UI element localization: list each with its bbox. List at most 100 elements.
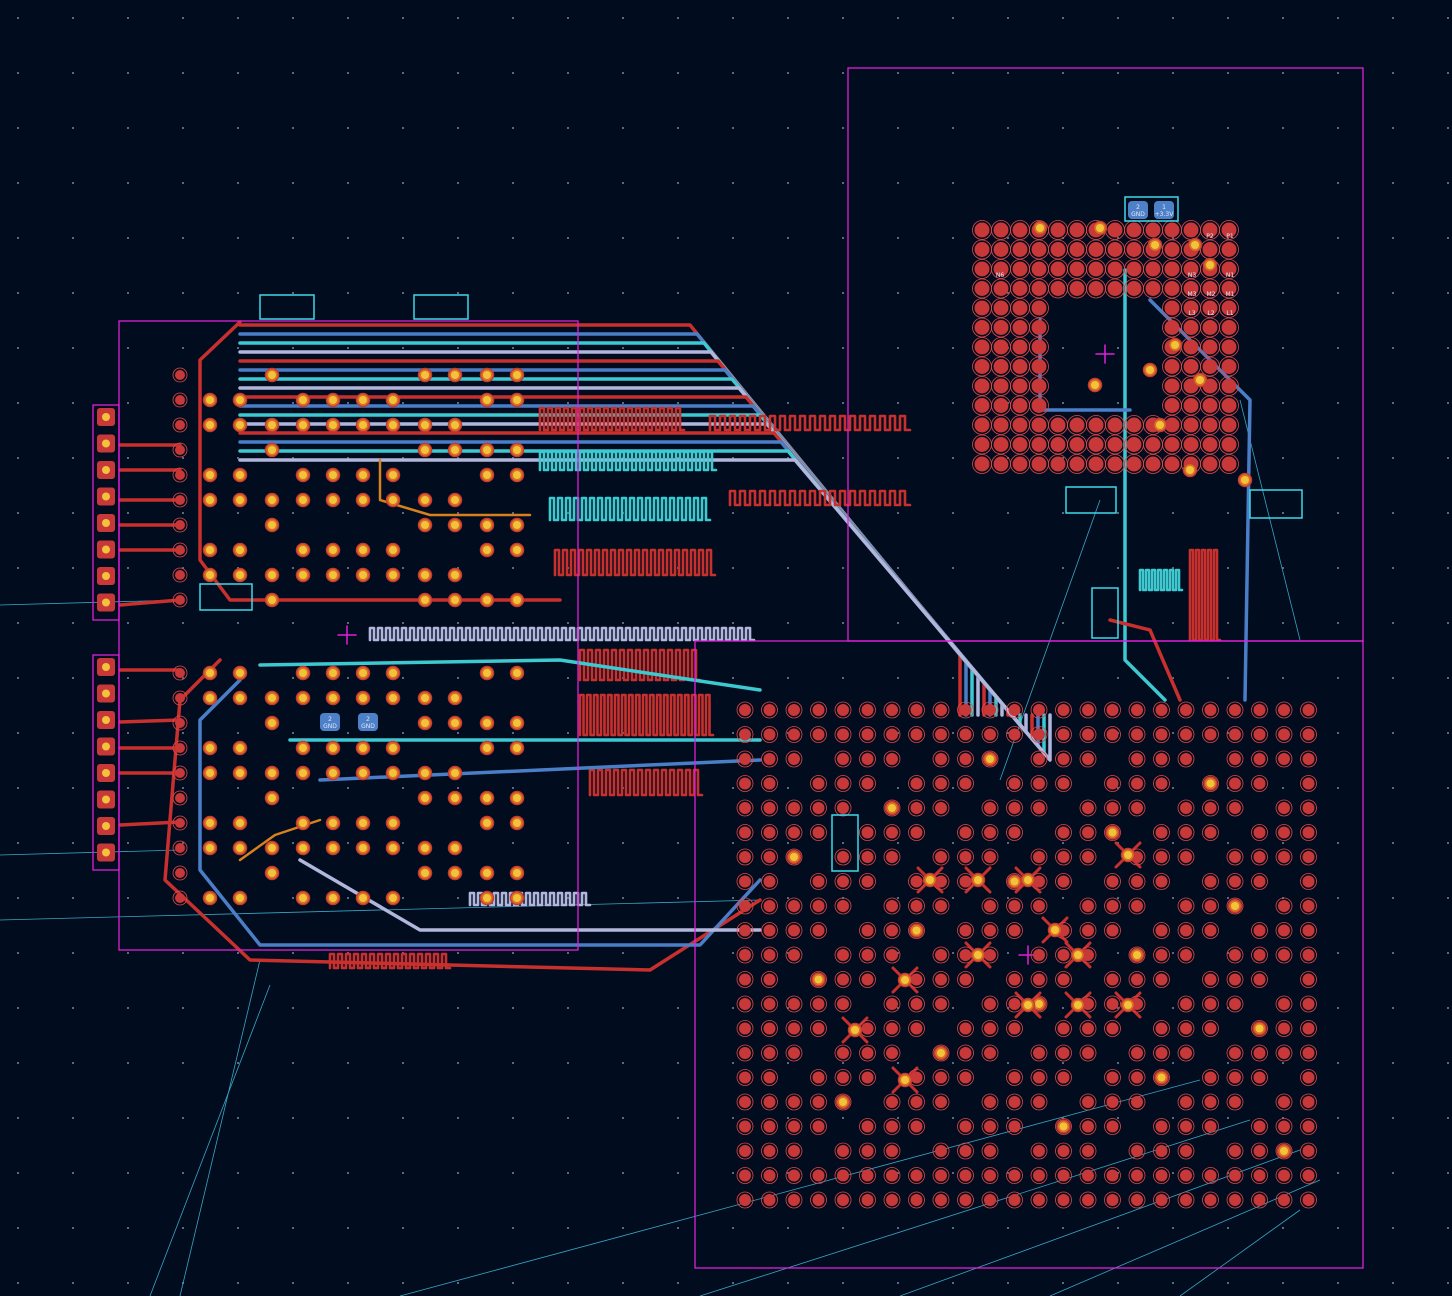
pad[interactable]	[1221, 320, 1237, 335]
pad[interactable]	[763, 900, 776, 912]
pad[interactable]	[984, 1096, 996, 1108]
pad[interactable]	[1057, 728, 1070, 741]
pad[interactable]	[1008, 900, 1021, 912]
pad[interactable]	[739, 753, 751, 765]
pad[interactable]	[1012, 417, 1028, 433]
pad[interactable]	[739, 1145, 751, 1157]
pad[interactable]	[993, 261, 1009, 277]
meander-trace[interactable]	[1188, 548, 1222, 642]
pad[interactable]	[1012, 320, 1028, 335]
pad[interactable]	[935, 1145, 947, 1157]
smd-cap-footprint[interactable]: 2 GND 2 GND	[320, 713, 378, 731]
pad[interactable]	[1106, 728, 1119, 741]
pad[interactable]	[959, 704, 972, 716]
pad[interactable]	[1302, 1145, 1315, 1157]
pad[interactable]	[1106, 924, 1119, 937]
pad[interactable]	[974, 437, 990, 452]
meander-trace[interactable]	[538, 406, 686, 432]
pad[interactable]	[1131, 973, 1143, 986]
pad[interactable]	[1183, 437, 1199, 452]
pad[interactable]	[984, 704, 996, 716]
pad[interactable]	[1202, 242, 1218, 257]
pad[interactable]	[1180, 1022, 1192, 1035]
pad[interactable]	[1278, 753, 1290, 765]
pad[interactable]	[739, 1022, 751, 1035]
pad[interactable]	[1050, 261, 1066, 277]
pad[interactable]	[886, 1169, 898, 1182]
pad[interactable]	[1145, 456, 1161, 472]
pad[interactable]	[1164, 320, 1180, 335]
pad[interactable]	[910, 1096, 923, 1108]
pad[interactable]	[175, 693, 185, 703]
pad[interactable]	[1057, 777, 1070, 790]
pad[interactable]	[812, 924, 825, 937]
pad[interactable]	[1031, 437, 1047, 452]
pad[interactable]	[935, 802, 947, 814]
pad[interactable]	[1253, 1169, 1266, 1182]
pad[interactable]	[1069, 417, 1085, 433]
pad[interactable]	[984, 826, 996, 839]
pad[interactable]	[1057, 1145, 1070, 1157]
pad[interactable]	[1031, 417, 1047, 433]
pad[interactable]	[1033, 875, 1045, 888]
pad[interactable]	[910, 1194, 923, 1206]
pad[interactable]	[861, 704, 874, 716]
pad[interactable]	[886, 1096, 898, 1108]
pad[interactable]	[1278, 1120, 1290, 1133]
pad[interactable]	[959, 851, 972, 863]
pad[interactable]	[739, 728, 751, 741]
pad[interactable]	[763, 998, 776, 1010]
pad[interactable]	[812, 1022, 825, 1035]
pad[interactable]	[959, 875, 972, 888]
pad[interactable]	[935, 949, 947, 961]
pad[interactable]	[788, 826, 800, 839]
pad[interactable]	[175, 668, 185, 678]
pad[interactable]	[1069, 456, 1085, 472]
pad[interactable]	[974, 320, 990, 335]
pad[interactable]	[1107, 437, 1123, 452]
pad[interactable]	[1278, 728, 1290, 741]
pad[interactable]	[1057, 1022, 1070, 1035]
trace[interactable]	[163, 658, 762, 972]
pad[interactable]	[1302, 753, 1315, 765]
pad[interactable]	[993, 359, 1009, 374]
pad[interactable]	[788, 1169, 800, 1182]
pad[interactable]	[1204, 924, 1217, 937]
pad[interactable]	[1033, 1047, 1045, 1059]
pad[interactable]	[763, 1071, 776, 1084]
pad[interactable]	[1202, 359, 1218, 374]
pad[interactable]	[1131, 1047, 1143, 1059]
pad[interactable]	[1229, 1194, 1241, 1206]
pad[interactable]	[1204, 704, 1217, 716]
pad[interactable]	[1107, 222, 1123, 238]
pad[interactable]	[1082, 998, 1094, 1010]
pad[interactable]	[1012, 281, 1028, 296]
pad[interactable]	[1107, 242, 1123, 257]
pad[interactable]	[1302, 1169, 1315, 1182]
pad[interactable]	[1082, 1145, 1094, 1157]
pad[interactable]	[1082, 1047, 1094, 1059]
pad[interactable]	[1131, 1194, 1143, 1206]
pad[interactable]	[993, 281, 1009, 296]
pad[interactable]	[993, 456, 1009, 472]
pad[interactable]	[1088, 456, 1104, 472]
pad[interactable]	[984, 1169, 996, 1182]
pad[interactable]	[861, 1145, 874, 1157]
pad[interactable]	[837, 1169, 849, 1182]
pad[interactable]	[739, 875, 751, 888]
pad[interactable]	[1221, 222, 1237, 238]
pad[interactable]	[935, 753, 947, 765]
pad[interactable]	[788, 728, 800, 741]
pad[interactable]	[1155, 949, 1168, 961]
pad[interactable]	[763, 973, 776, 986]
pad[interactable]	[984, 998, 996, 1010]
pad[interactable]	[1082, 924, 1094, 937]
pad[interactable]	[1155, 1047, 1168, 1059]
pad[interactable]	[788, 1194, 800, 1206]
pad[interactable]	[1183, 281, 1199, 296]
pad[interactable]	[1204, 1096, 1217, 1108]
pad[interactable]	[1221, 300, 1237, 316]
pad[interactable]	[1302, 900, 1315, 912]
